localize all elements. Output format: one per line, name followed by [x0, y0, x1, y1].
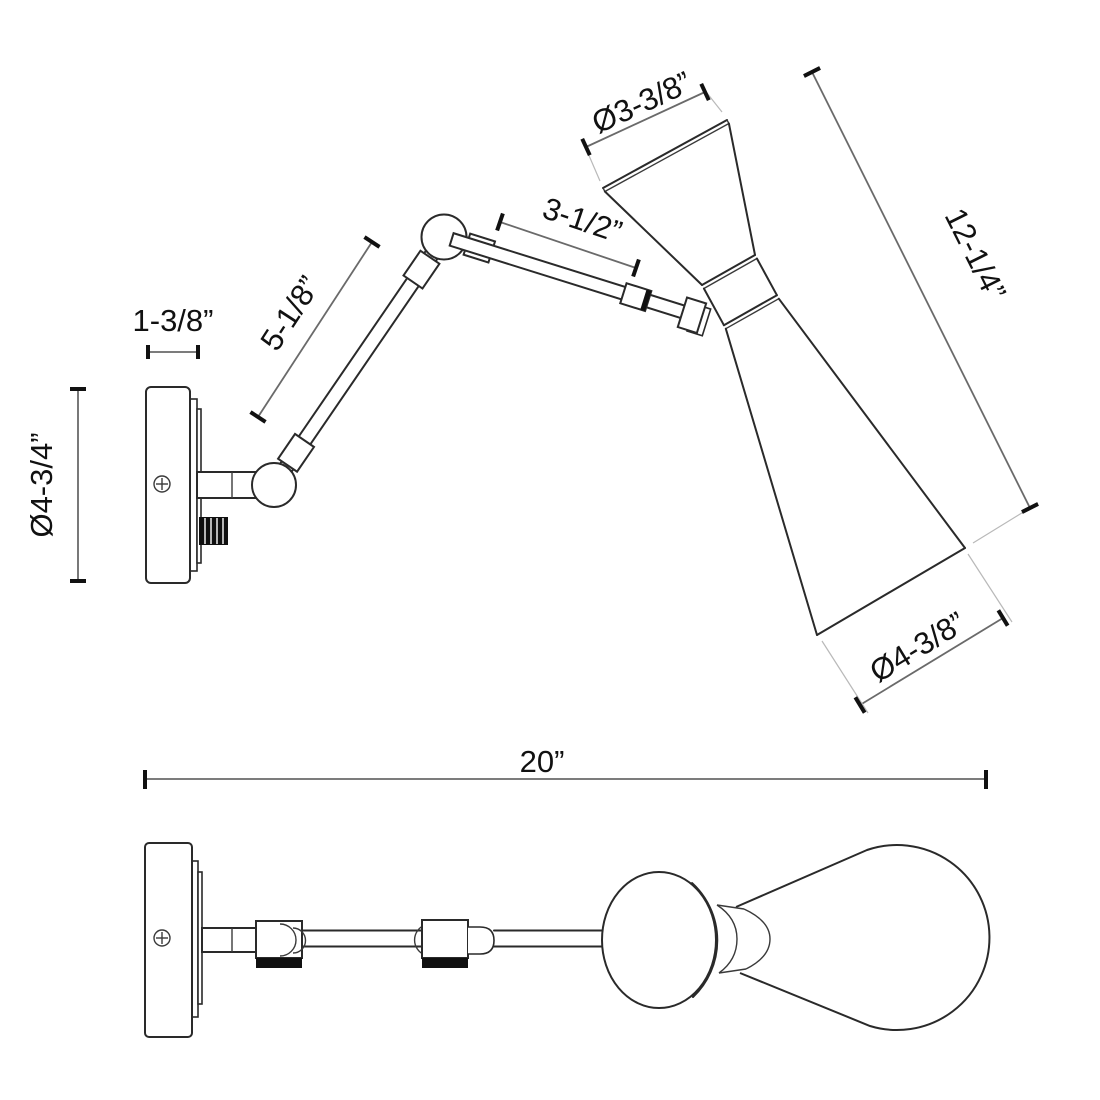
plan-view — [144, 842, 991, 1038]
dim-label-arm1-length: 5-1/8” — [253, 270, 327, 357]
swivel-ball-joint — [251, 462, 297, 508]
dim-label-shade-top-diameter: Ø3-3/8” — [587, 65, 697, 141]
dim-label-overall-extension: 20” — [520, 744, 565, 779]
plan-shade-cone — [735, 844, 991, 1031]
mounting-screw-icon — [153, 475, 171, 493]
adjustment-knob — [199, 517, 228, 545]
shade-profile — [602, 119, 966, 636]
dimension-overall-extension: 20” — [143, 744, 988, 789]
dim-label-shade-length: 12-1/4” — [938, 203, 1013, 307]
dimension-canopy-depth: 1-3/8” — [133, 303, 214, 359]
side-view — [145, 119, 966, 636]
plan-bulb-dome — [601, 871, 719, 1009]
plan-mounting-screw-icon — [153, 929, 171, 947]
plan-joint-block-2 — [413, 919, 495, 968]
dim-label-canopy-depth: 1-3/8” — [133, 303, 214, 338]
dim-label-canopy-diameter: Ø4-3/4” — [24, 432, 59, 537]
shade-hinge-bracket — [676, 296, 712, 337]
wall-stem — [196, 471, 262, 499]
plan-socket-neck — [716, 904, 771, 974]
plan-canopy-plate — [144, 842, 193, 1038]
plan-joint-block-1 — [255, 920, 307, 968]
plan-wall-stem — [201, 927, 259, 953]
dimension-arm1-length: 5-1/8” — [249, 235, 381, 424]
canopy-plate — [145, 386, 191, 584]
plan-canopy-back-flange — [191, 860, 203, 1018]
dimension-canopy-diameter: Ø4-3/4” — [24, 387, 86, 583]
plan-arm-tubes — [301, 929, 607, 948]
